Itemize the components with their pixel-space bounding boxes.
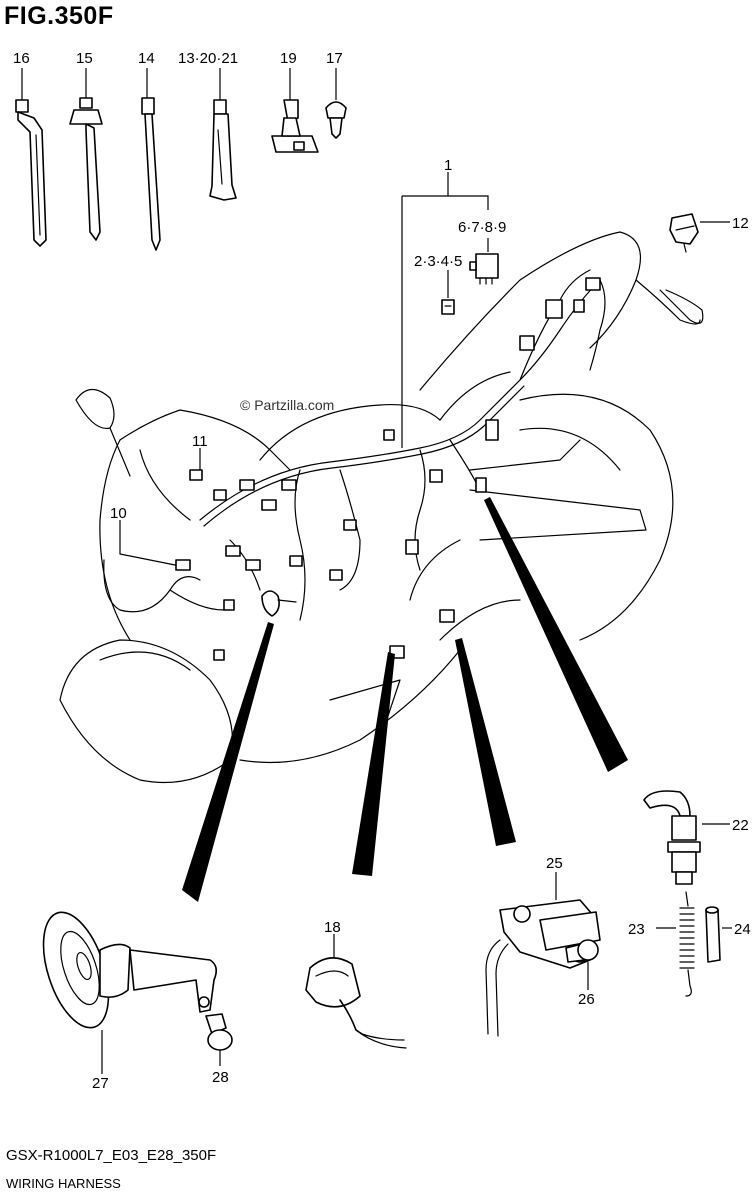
part-18-sensor[interactable] <box>305 934 407 1049</box>
callout-6-7-8-9: 6·7·8·9 <box>458 219 506 236</box>
callout-labels: 16 15 14 13·20·21 19 17 1 6·7·8·9 2·3·4·… <box>13 50 751 1092</box>
part-22-switch[interactable] <box>643 790 730 885</box>
callout-28: 28 <box>212 1069 229 1086</box>
main-wiring-harness[interactable] <box>189 269 606 659</box>
part-14-cable-tie[interactable] <box>141 68 161 251</box>
part-27-horn[interactable] <box>31 904 218 1074</box>
callout-13-20-21: 13·20·21 <box>178 50 238 67</box>
callout-27: 27 <box>92 1075 109 1092</box>
model-code: GSX-R1000L7_E03_E28_350F <box>6 1147 217 1164</box>
callout-18: 18 <box>324 919 341 936</box>
watermark-text: © Partzilla.com <box>240 397 335 413</box>
callout-15: 15 <box>76 50 93 67</box>
callout-12: 12 <box>732 215 749 232</box>
part-26-screw[interactable] <box>565 939 599 990</box>
callout-17: 17 <box>326 50 343 67</box>
part-24-pin[interactable] <box>705 906 732 963</box>
callout-14: 14 <box>138 50 155 67</box>
callout-25: 25 <box>546 855 563 872</box>
part-17-push-clip[interactable] <box>325 68 347 139</box>
part-15-clamp-screw[interactable] <box>69 68 103 241</box>
part-13-20-21-clamp-band[interactable] <box>209 68 237 201</box>
callout-22: 22 <box>732 817 749 834</box>
callout-1: 1 <box>444 157 452 174</box>
detail-pointers <box>182 497 628 902</box>
callout-10: 10 <box>110 505 127 522</box>
callout-16: 16 <box>13 50 30 67</box>
part-19-bracket-clamp[interactable] <box>271 68 319 153</box>
figure-title: FIG.350F <box>4 2 114 30</box>
callout-24: 24 <box>734 921 751 938</box>
part-16-clamp-tie[interactable] <box>15 68 47 247</box>
part-6-7-8-9-relay[interactable] <box>469 253 499 285</box>
part-23-spring[interactable] <box>656 891 695 997</box>
callout-2-3-4-5: 2·3·4·5 <box>414 253 462 270</box>
callout-26: 26 <box>578 991 595 1008</box>
part-12-clamp[interactable] <box>669 213 730 253</box>
part-2-3-4-5-fuse[interactable] <box>441 299 455 315</box>
part-28-bolt[interactable] <box>205 1013 233 1066</box>
callout-11: 11 <box>192 433 208 450</box>
part-10-sub-harness[interactable] <box>103 520 235 661</box>
callout-23: 23 <box>628 921 645 938</box>
callout-19: 19 <box>280 50 297 67</box>
part-1-wiring-harness-leader <box>401 172 489 448</box>
section-name: WIRING HARNESS <box>6 1176 121 1191</box>
